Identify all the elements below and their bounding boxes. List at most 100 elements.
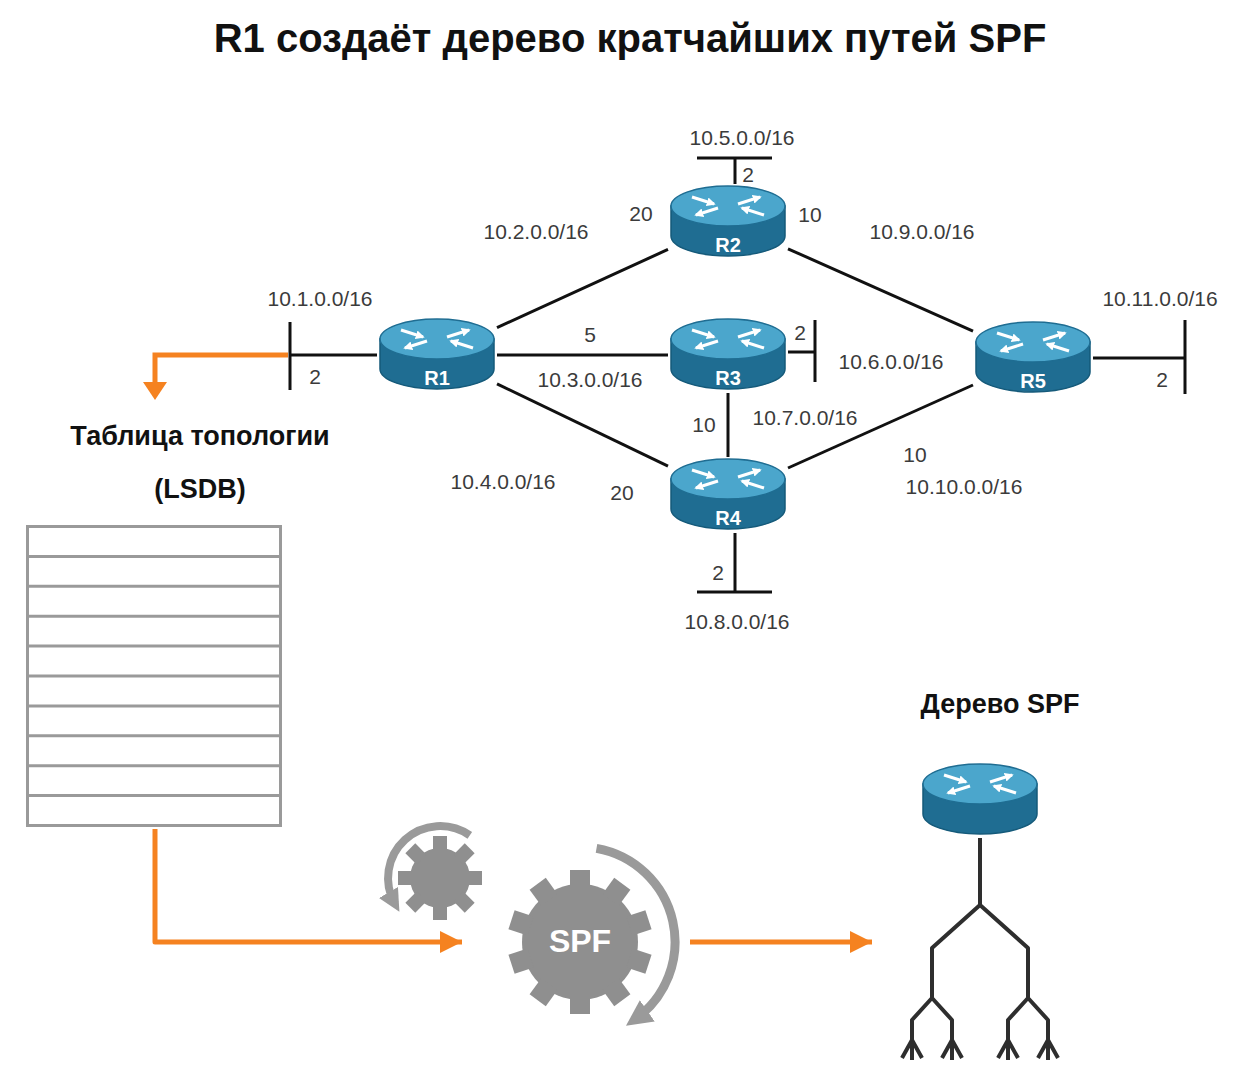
link-cost: 10 (901, 443, 928, 466)
stub-line (788, 320, 815, 382)
table-row-line (28, 675, 281, 678)
router-name: R5 (1020, 370, 1046, 396)
router-node: R1 (377, 317, 497, 393)
link-cost: 2 (792, 321, 808, 344)
network-label: 10.10.0.0/16 (904, 475, 1025, 498)
router-arrow (1047, 344, 1069, 351)
router-top (671, 459, 785, 499)
table-row-line (28, 645, 281, 648)
link-cost: 2 (710, 561, 726, 584)
router-node: R2 (668, 184, 788, 260)
router-arrow (738, 197, 760, 204)
network-label: 10.6.0.0/16 (836, 350, 945, 373)
router-arrow (405, 341, 427, 348)
lsdb-table (26, 525, 282, 828)
topology-table: Таблица топологии (LSDB) (20, 410, 380, 829)
diagram-title: R1 создаёт дерево кратчайших путей SPF (0, 14, 1260, 62)
network-label: 10.3.0.0/16 (535, 368, 644, 391)
router-arrow (742, 341, 764, 348)
spf-tree-art (880, 680, 1120, 1070)
router-arrow (692, 330, 714, 337)
router-name: R4 (715, 507, 741, 533)
algorithm-name: SPF (549, 924, 611, 959)
process-arrow (690, 940, 872, 945)
node-heading: Таблица топологии (LSDB) (50, 410, 350, 516)
router-top (671, 186, 785, 226)
rotation-arrow (388, 826, 470, 904)
table-row-line (28, 734, 281, 737)
router-arrow (948, 786, 970, 793)
table-row-line (28, 585, 281, 588)
router-arrow (696, 481, 718, 488)
router-arrow (738, 330, 760, 337)
network-label: 10.1.0.0/16 (265, 287, 374, 310)
process-arrow (155, 829, 462, 942)
link-cost: 5 (582, 323, 598, 346)
link-cost: 10 (796, 203, 823, 226)
flood-arrow (155, 355, 288, 384)
router-node: R3 (668, 317, 788, 393)
router-node: R4 (668, 457, 788, 533)
network-label: 10.4.0.0/16 (448, 470, 557, 493)
table-row-line (28, 615, 281, 618)
router-top (380, 319, 494, 359)
router-arrow (738, 470, 760, 477)
network-label: 10.11.0.0/16 (1100, 287, 1219, 310)
table-row-line (28, 764, 281, 767)
router-arrow (944, 775, 966, 782)
network-label: 10.2.0.0/16 (481, 220, 590, 243)
link-cost: 20 (608, 481, 635, 504)
table-row-line (28, 704, 281, 707)
network-label: 10.9.0.0/16 (867, 220, 976, 243)
stub-line (697, 158, 772, 184)
stub-networks (290, 158, 1185, 592)
network-label: 10.5.0.0/16 (687, 126, 796, 149)
network-label: 10.7.0.0/16 (750, 406, 859, 429)
router-arrow (742, 208, 764, 215)
network-link (727, 393, 730, 457)
spf-gear-node: SPF (470, 832, 690, 1052)
router-arrow (447, 330, 469, 337)
network-link (788, 249, 973, 331)
table-frame (28, 527, 281, 826)
router-arrow (696, 341, 718, 348)
router-arrow (696, 208, 718, 215)
stub-line (1093, 320, 1185, 394)
link-cost: 2 (307, 365, 323, 388)
router-arrow (994, 786, 1016, 793)
router-name: R1 (424, 367, 450, 393)
router-arrow (451, 341, 473, 348)
spf-gear (508, 870, 651, 1014)
router-arrow (401, 330, 423, 337)
link-cost: 20 (627, 202, 654, 225)
router-arrow (692, 470, 714, 477)
flood-arrow-head (143, 382, 167, 400)
node-heading: Дерево SPF (880, 680, 1120, 720)
stub-line (697, 533, 772, 592)
spf-tree-branches (902, 838, 1058, 1060)
link-cost: 10 (690, 413, 717, 436)
router-arrow (997, 333, 1019, 340)
network-link (497, 384, 668, 466)
router-top (671, 319, 785, 359)
spf-tree-node: Дерево SPF (880, 680, 1120, 1070)
network-label: 10.8.0.0/16 (682, 610, 791, 633)
router-arrow (1001, 344, 1023, 351)
router-name: R2 (715, 234, 741, 260)
link-cost: 2 (740, 163, 756, 186)
network-link (497, 249, 668, 327)
stub-line (290, 322, 377, 390)
router-top (923, 764, 1037, 804)
router-top (976, 322, 1090, 362)
router-arrow (692, 197, 714, 204)
router-name: R3 (715, 367, 741, 393)
router-arrow (1043, 333, 1065, 340)
table-row-line (28, 794, 281, 797)
router-arrow (742, 481, 764, 488)
router-node: R5 (973, 320, 1093, 396)
link-cost: 2 (1154, 368, 1170, 391)
small-gear (398, 836, 482, 920)
router-arrow (990, 775, 1012, 782)
network-link (497, 354, 668, 357)
